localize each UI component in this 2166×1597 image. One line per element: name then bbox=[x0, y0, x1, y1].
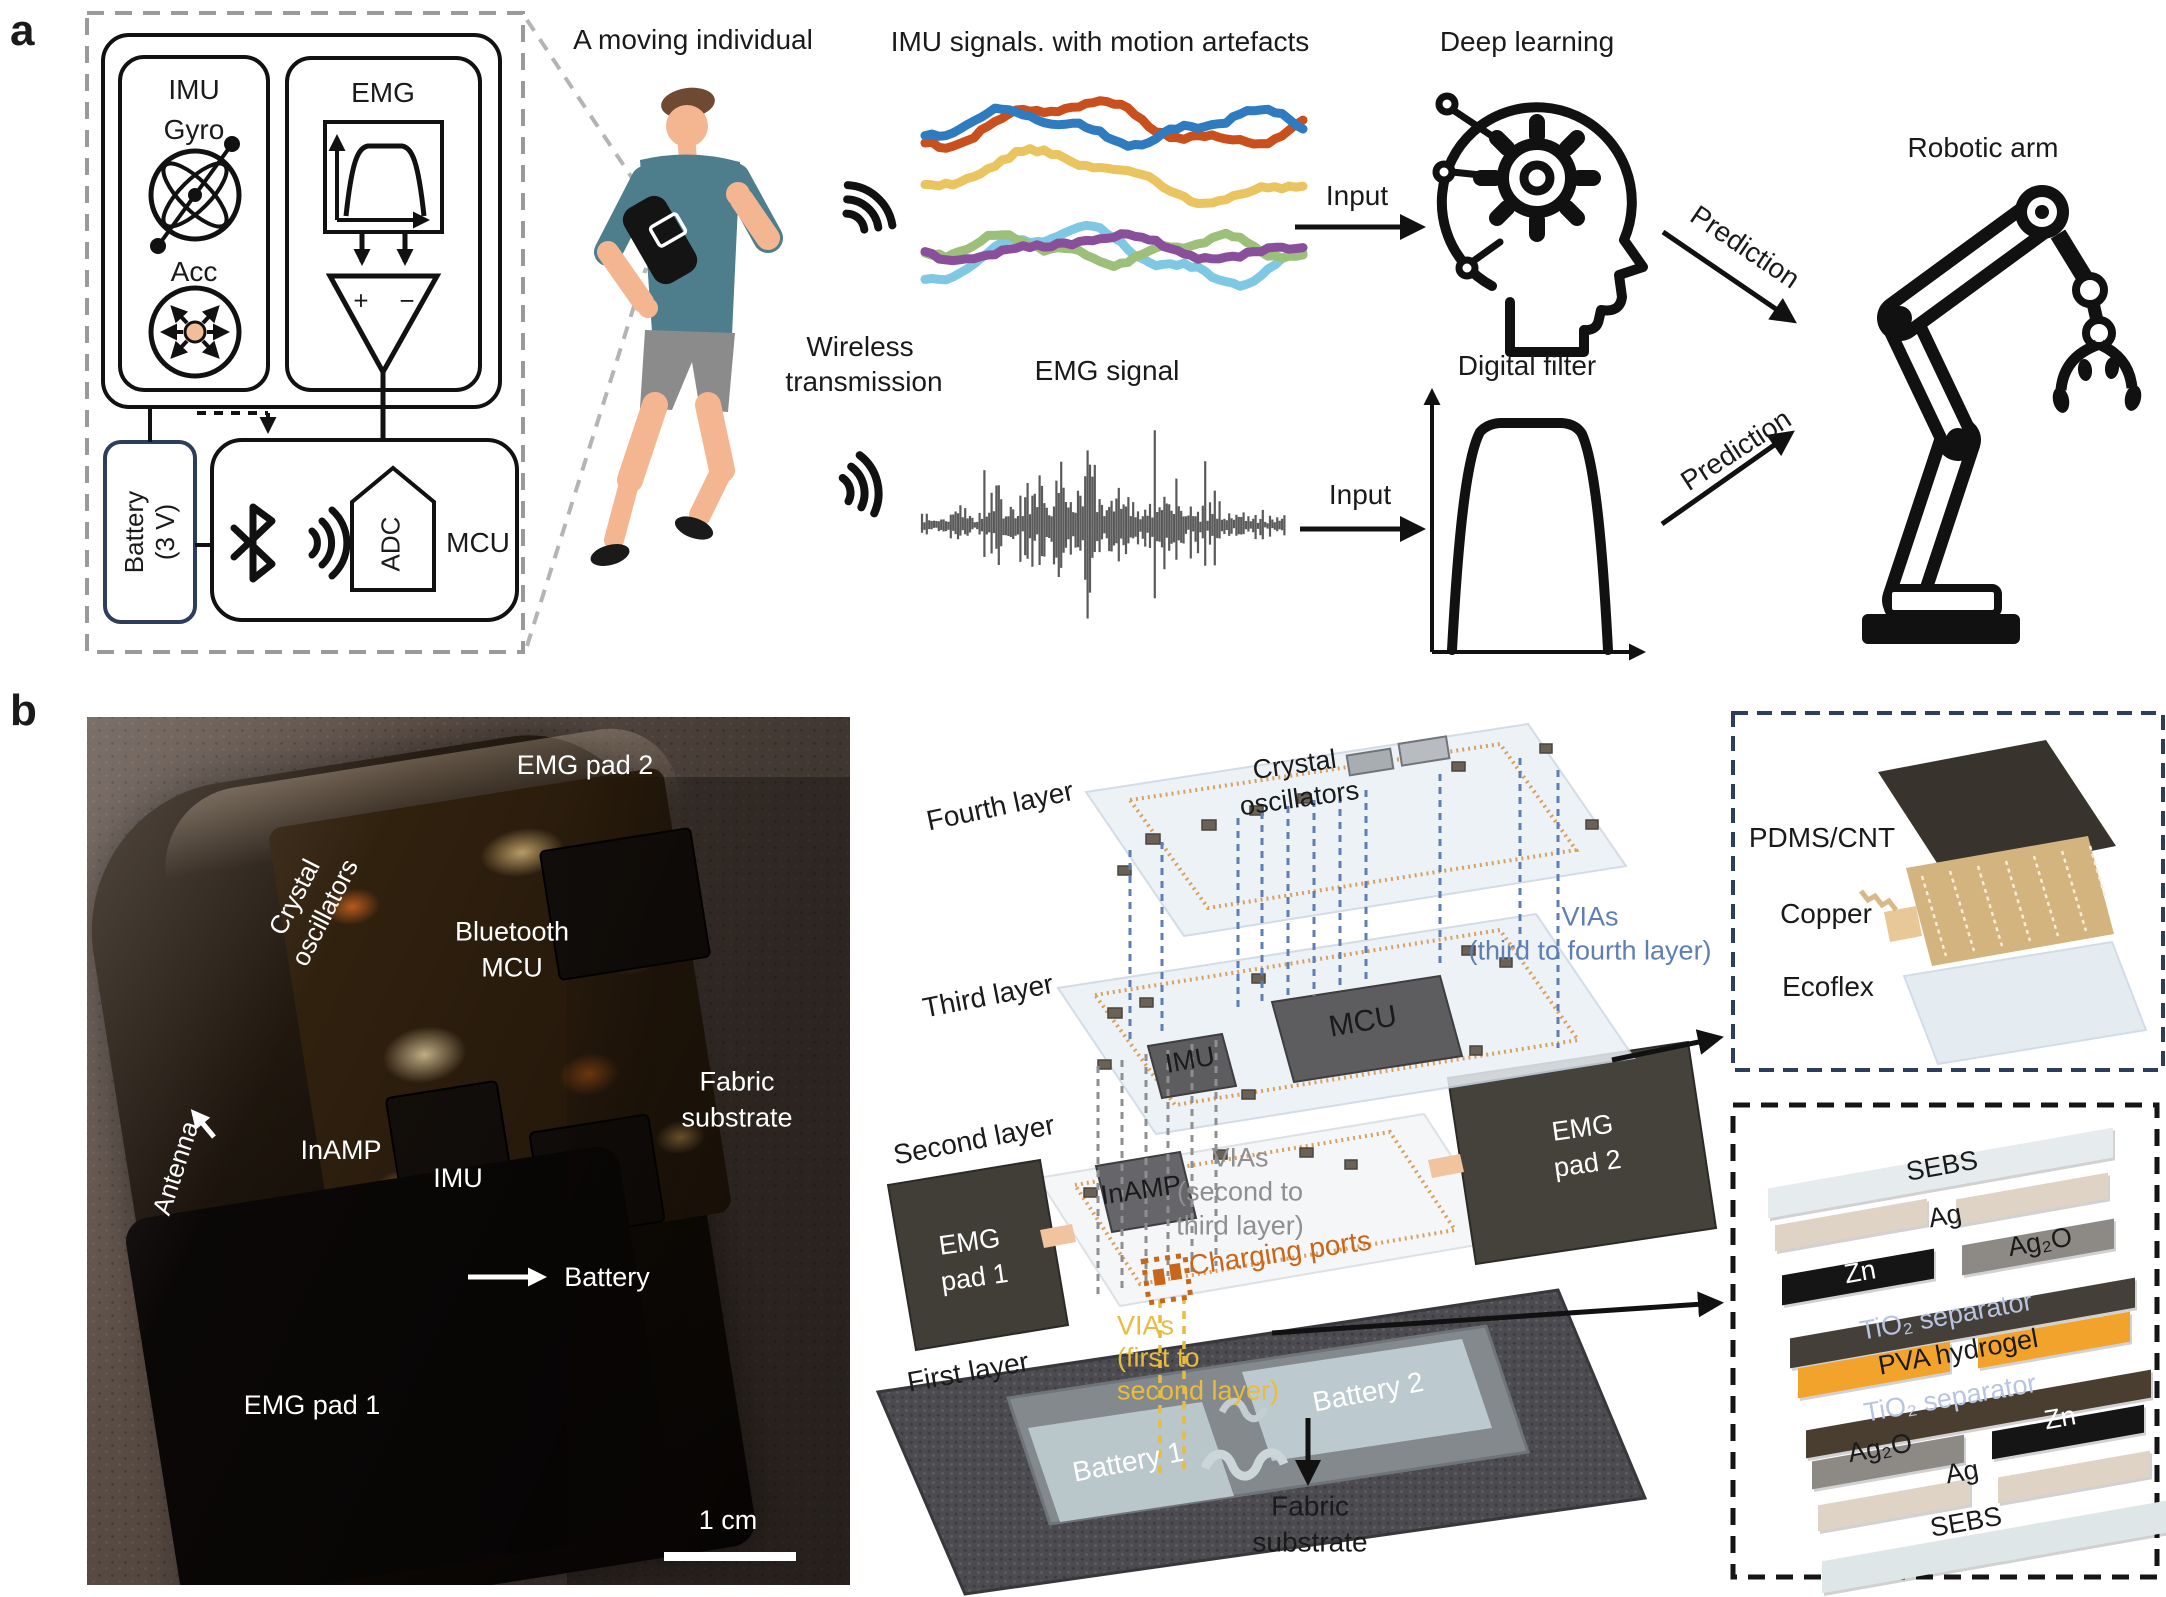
digital-filter-plot bbox=[1423, 388, 1646, 661]
zn-bottom-label: Zn bbox=[2041, 1400, 2079, 1436]
circuit-diagram bbox=[85, 11, 525, 654]
zoom-connector-top bbox=[525, 18, 666, 228]
radio-waves-icon bbox=[308, 506, 351, 580]
copper-tab bbox=[1884, 906, 1922, 942]
armband bbox=[622, 195, 698, 285]
zn-top-label: Zn bbox=[1841, 1254, 1879, 1290]
photo-fabric-substrate: Fabric substrate bbox=[681, 1066, 793, 1133]
emg-label: EMG bbox=[351, 77, 415, 109]
emg-filter-plot-icon bbox=[323, 120, 444, 234]
ecoflex-layer bbox=[1902, 940, 2148, 1066]
arrow-to-battery-inset bbox=[1271, 1291, 1724, 1336]
wifi-icon-bottom bbox=[838, 451, 883, 518]
exploded-fabric-substrate: Fabric substrate bbox=[1252, 1490, 1368, 1558]
adc-icon bbox=[350, 465, 436, 592]
robotic-arm-icon bbox=[1862, 185, 2142, 644]
gyroscope-icon bbox=[148, 136, 242, 254]
pdms-inset-stack bbox=[1859, 740, 2148, 1066]
panel-a-label: a bbox=[10, 6, 35, 55]
digital-filter-title: Digital filter bbox=[1457, 350, 1597, 382]
copper-layer bbox=[1906, 836, 2114, 966]
battery-2-cell bbox=[1242, 1339, 1492, 1461]
panel-b-label: b bbox=[10, 686, 37, 735]
zoom-connector-bottom bbox=[525, 267, 648, 647]
photo-shading bbox=[87, 717, 850, 1585]
photo-battery: Battery bbox=[564, 1261, 650, 1292]
emg-signal-title: EMG signal bbox=[1034, 355, 1180, 387]
moving-individual-figure bbox=[590, 87, 783, 566]
mcu-label: MCU bbox=[446, 527, 510, 559]
fourth-layer-sheet bbox=[1084, 722, 1628, 938]
passive-components bbox=[1083, 743, 1599, 1198]
exploded-emg-pad-2: EMG pad 2 bbox=[1549, 1108, 1624, 1184]
opamp-plus: + bbox=[353, 285, 369, 316]
input-bottom-label: Input bbox=[1328, 479, 1392, 511]
antenna-pointer-arrow bbox=[190, 1109, 216, 1139]
opamp-icon bbox=[325, 273, 442, 378]
input-top-label: Input bbox=[1325, 180, 1389, 212]
device-photo bbox=[87, 717, 850, 1585]
exploded-view bbox=[875, 722, 1718, 1596]
wireless-line1: Wireless bbox=[806, 331, 914, 363]
device-on-armband bbox=[648, 212, 688, 248]
crystal-oscillator-2 bbox=[1397, 735, 1451, 767]
opamp-minus: − bbox=[399, 285, 415, 316]
ecoflex-label: Ecoflex bbox=[1782, 971, 1874, 1003]
imu-chip-exploded bbox=[1146, 1032, 1238, 1100]
acc-label: Acc bbox=[170, 256, 218, 288]
mcu-chip-exploded bbox=[1270, 974, 1464, 1084]
battery-label: Battery (3 V) bbox=[118, 490, 180, 574]
exploded-emg-pad-1: EMG pad 1 bbox=[936, 1222, 1011, 1298]
ag-bottom-label: Ag bbox=[1943, 1454, 1981, 1490]
charging-ports-box bbox=[1140, 1252, 1194, 1306]
deep-learning-title: Deep learning bbox=[1439, 26, 1615, 58]
deep-learning-icon bbox=[1432, 92, 1648, 357]
accelerometer-icon bbox=[148, 285, 242, 379]
emg-waveform bbox=[920, 430, 1286, 619]
ag-top-label: Ag bbox=[1926, 1198, 1964, 1234]
gyro-label: Gyro bbox=[163, 114, 225, 146]
imu-box bbox=[118, 55, 270, 392]
photo-emg-pad-1: EMG pad 1 bbox=[243, 1389, 381, 1420]
battery-interconnect bbox=[1200, 1448, 1289, 1481]
imu-label: IMU bbox=[168, 74, 220, 106]
robotic-arm-title: Robotic arm bbox=[1907, 132, 2059, 164]
crystal-oscillator-1 bbox=[1345, 747, 1395, 777]
imu-signal-traces bbox=[920, 96, 1308, 291]
arrow-to-pdms-inset bbox=[1611, 1029, 1724, 1063]
adc-label: ADC bbox=[375, 516, 406, 572]
dashed-enclosure bbox=[85, 11, 525, 654]
vias34-label: VIAs (third to fourth layer) bbox=[1468, 901, 1712, 965]
photo-scale-label: 1 cm bbox=[698, 1504, 758, 1535]
photo-emg-pad-2: EMG pad 2 bbox=[516, 749, 654, 780]
copper-label: Copper bbox=[1780, 898, 1872, 930]
imu-signals-title: IMU signals. with motion artefacts bbox=[890, 26, 1310, 58]
wifi-icon-top bbox=[842, 181, 897, 234]
wireless-line2: transmission bbox=[785, 366, 943, 398]
scale-bar bbox=[664, 1552, 796, 1561]
photo-inamp: InAMP bbox=[300, 1134, 382, 1165]
vias12-label: VIAs (first to second layer) bbox=[1116, 1310, 1280, 1406]
bluetooth-icon bbox=[230, 503, 276, 583]
inamp-chip-exploded bbox=[1094, 1150, 1198, 1234]
emg-pad-1-exploded bbox=[886, 1158, 1070, 1352]
vias23-label: VIAs (second to third layer) bbox=[1176, 1142, 1304, 1240]
prediction-arrow-top bbox=[1661, 229, 1797, 324]
photo-imu: IMU bbox=[433, 1162, 483, 1193]
photo-bluetooth-mcu: Bluetooth MCU bbox=[454, 916, 570, 983]
vias-third-fourth bbox=[1128, 758, 1560, 1048]
prediction-arrow-bottom bbox=[1660, 430, 1795, 527]
moving-individual-title: A moving individual bbox=[573, 24, 813, 56]
pdms-cnt-label: PDMS/CNT bbox=[1748, 822, 1896, 854]
vias-second-third bbox=[1096, 1040, 1218, 1294]
